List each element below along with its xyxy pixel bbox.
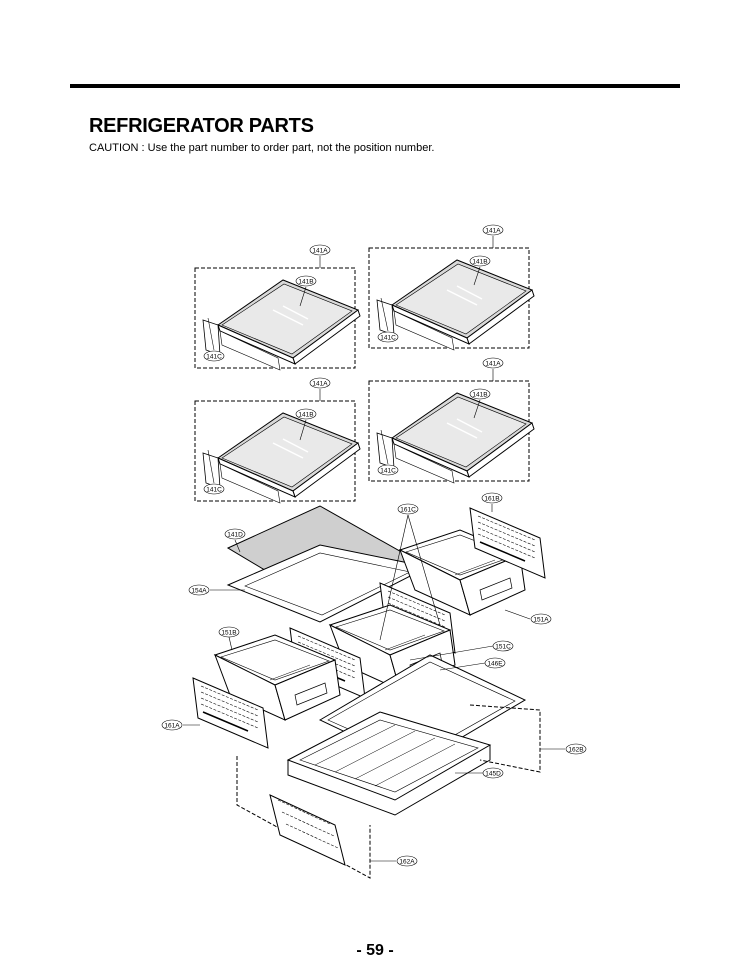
callout-labels: 141A 141B 141C 141A 141B 141C 141A 141B … bbox=[161, 224, 587, 867]
callout-161C: 161C bbox=[397, 503, 419, 515]
svg-text:141A: 141A bbox=[312, 248, 328, 255]
shelf-assembly-4 bbox=[368, 380, 535, 484]
leader-lines bbox=[183, 236, 565, 862]
svg-text:141B: 141B bbox=[298, 412, 313, 419]
header-rule bbox=[70, 84, 680, 88]
callout-145D: 145D bbox=[482, 767, 504, 779]
callout-141B-2: 141B bbox=[469, 255, 491, 267]
svg-text:151A: 151A bbox=[533, 617, 549, 624]
svg-text:146E: 146E bbox=[487, 661, 503, 668]
svg-text:141A: 141A bbox=[485, 361, 501, 368]
svg-text:162A: 162A bbox=[399, 859, 415, 866]
svg-text:161C: 161C bbox=[400, 507, 416, 514]
callout-154A: 154A bbox=[188, 584, 210, 596]
callout-141B-1: 141B bbox=[295, 275, 317, 287]
callout-146E: 146E bbox=[484, 657, 506, 669]
callout-151C: 151C bbox=[492, 640, 514, 652]
caution-note: CAUTION : Use the part number to order p… bbox=[89, 142, 435, 154]
callout-141A-2: 141A bbox=[482, 224, 504, 236]
callout-141C-4: 141C bbox=[377, 464, 399, 476]
callout-141C-2: 141C bbox=[377, 331, 399, 343]
svg-text:141B: 141B bbox=[472, 392, 487, 399]
callout-141A-4: 141A bbox=[482, 357, 504, 369]
crisper-pan bbox=[236, 711, 492, 879]
shelf-assembly-3 bbox=[194, 400, 361, 504]
svg-text:141D: 141D bbox=[227, 532, 243, 539]
callout-141D: 141D bbox=[224, 528, 246, 540]
shelf-assembly-2 bbox=[368, 247, 535, 351]
page-number: - 59 - bbox=[356, 942, 394, 959]
callout-141A-3: 141A bbox=[309, 377, 331, 389]
callout-141B-3: 141B bbox=[295, 408, 317, 420]
svg-text:141C: 141C bbox=[380, 335, 396, 342]
svg-text:141A: 141A bbox=[485, 228, 501, 235]
callout-141B-4: 141B bbox=[469, 388, 491, 400]
svg-text:141C: 141C bbox=[380, 468, 396, 475]
svg-text:161A: 161A bbox=[164, 723, 180, 730]
svg-text:141B: 141B bbox=[298, 279, 313, 286]
svg-text:161B: 161B bbox=[484, 496, 499, 503]
svg-text:141A: 141A bbox=[312, 381, 328, 388]
shelf-assembly-1 bbox=[194, 267, 361, 371]
svg-text:151C: 151C bbox=[495, 644, 511, 651]
svg-text:141C: 141C bbox=[206, 487, 222, 494]
callout-151A: 151A bbox=[530, 613, 552, 625]
callout-141C-1: 141C bbox=[203, 350, 225, 362]
svg-text:151B: 151B bbox=[221, 630, 236, 637]
callout-141A-1: 141A bbox=[309, 244, 331, 256]
callout-151B: 151B bbox=[218, 626, 240, 638]
callout-161B: 161B bbox=[481, 492, 503, 504]
callout-141C-3: 141C bbox=[203, 483, 225, 495]
svg-text:141C: 141C bbox=[206, 354, 222, 361]
callout-162B: 162B bbox=[565, 743, 587, 755]
svg-text:154A: 154A bbox=[191, 588, 207, 595]
svg-text:162B: 162B bbox=[568, 747, 583, 754]
svg-text:141B: 141B bbox=[472, 259, 487, 266]
callout-162A: 162A bbox=[396, 855, 418, 867]
page-title: REFRIGERATOR PARTS bbox=[89, 115, 314, 137]
bottom-cover-grille bbox=[269, 794, 346, 866]
callout-161A: 161A bbox=[161, 719, 183, 731]
svg-text:145D: 145D bbox=[485, 771, 501, 778]
